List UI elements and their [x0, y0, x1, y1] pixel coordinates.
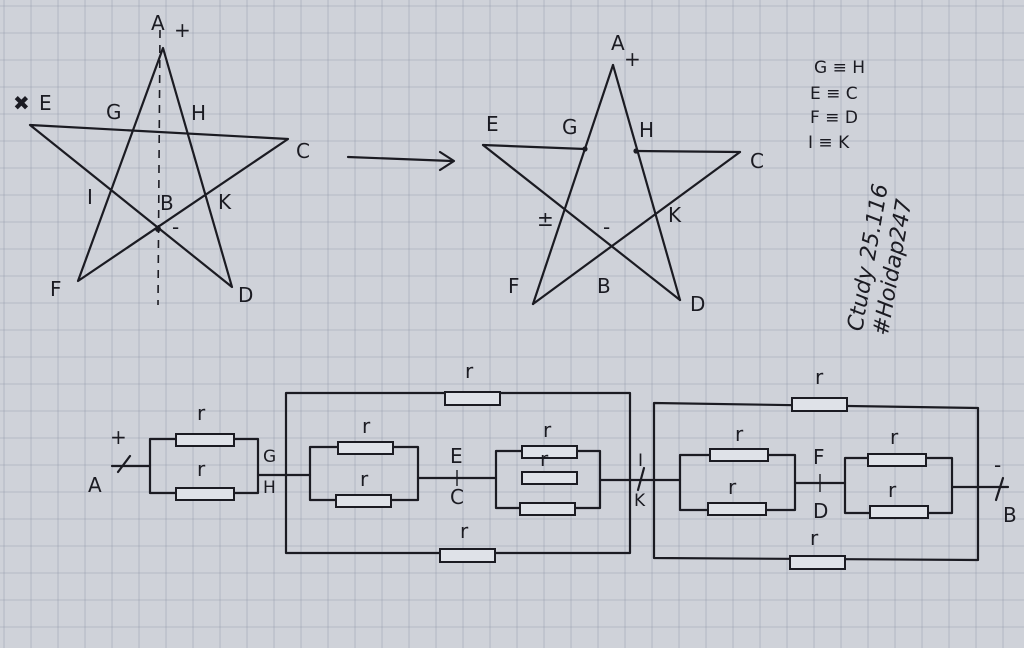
node-g-label: G [263, 447, 276, 467]
star-before-outline [28, 46, 290, 289]
resistor-kf-top-label: r [735, 422, 744, 446]
star-before-label-i: I [87, 185, 93, 209]
node-i-label: I [638, 451, 643, 471]
resistor-kb-bottom [789, 555, 846, 570]
node-equivalences: G ≡ H E ≡ C F ≡ D I ≡ K [808, 58, 865, 153]
resistor-kb-top-label: r [815, 365, 824, 389]
star-before-symmetry-axis [157, 29, 161, 306]
star-before-label-c: C [296, 139, 310, 163]
resistor-ge-bottom [335, 494, 392, 508]
star-before-label-a: A [151, 11, 165, 35]
star-after-label-k: K [668, 203, 682, 227]
resistor-db-bottom [869, 505, 929, 519]
star-after-label-f: F [508, 274, 520, 298]
resistor-db-bottom-label: r [888, 478, 897, 502]
equivalence-f-d: F ≡ D [810, 108, 858, 128]
star-after-minus: - [603, 215, 610, 239]
star-after-label-h: H [639, 118, 654, 142]
star-before-plus: + [174, 18, 191, 42]
star-before: A + ✖ E G H C I B K - F D [13, 11, 310, 307]
resistor-ci-top-label: r [543, 418, 552, 442]
node-f-label: F [813, 445, 825, 469]
resistor-ci-top [521, 445, 578, 459]
star-after-plus: + [624, 47, 641, 71]
equivalence-g-h: G ≡ H [814, 58, 865, 78]
star-after-label-b: B [597, 274, 611, 298]
star-after-label-d: D [690, 292, 705, 316]
resistor-ag-top-label: r [197, 401, 206, 425]
resistor-ge-bottom-label: r [360, 467, 369, 491]
node-h-label: H [263, 478, 276, 498]
resistor-ag-bottom [175, 487, 235, 501]
star-after-label-c: C [750, 149, 764, 173]
star-before-label-b: B [160, 191, 174, 215]
star-before-label-e: E [39, 91, 52, 115]
star-after-plus-left: ± [537, 207, 554, 231]
resistor-ag-top [175, 433, 235, 447]
star-before-label-k: K [218, 190, 232, 214]
node-e-label: E [450, 444, 463, 468]
star-before-center-node [155, 226, 161, 232]
star-after-label-g: G [562, 115, 578, 139]
star-before-minus: - [172, 215, 179, 239]
resistor-db-top [867, 453, 927, 467]
resistor-gi-bottom [439, 548, 496, 563]
resistor-kf-bottom-label: r [728, 475, 737, 499]
star-before-cross-mark: ✖ [13, 91, 30, 115]
terminal-a-label: A [88, 473, 102, 497]
resistor-kf-bottom [707, 502, 767, 516]
node-c-label: C [450, 485, 464, 509]
star-before-label-f: F [50, 277, 62, 301]
terminal-a-plus: + [110, 425, 127, 449]
equivalent-circuit: + A r r G H r r r r E C r r [88, 359, 1017, 570]
resistor-gi-top [444, 391, 501, 406]
resistor-ci-middle [521, 471, 578, 485]
terminal-b-minus: - [994, 453, 1001, 477]
resistor-ge-top-label: r [362, 414, 371, 438]
star-after: A + E G H C ± - K F B D [481, 31, 764, 316]
star-after-label-e: E [486, 112, 499, 136]
star-before-label-d: D [238, 283, 253, 307]
resistor-gi-top-label: r [465, 359, 474, 383]
node-d-label: D [813, 499, 828, 523]
resistor-db-top-label: r [890, 425, 899, 449]
resistor-ag-bottom-label: r [197, 457, 206, 481]
star-before-label-h: H [191, 101, 206, 125]
star-after-label-a: A [611, 31, 625, 55]
resistor-ci-middle-label: r [540, 447, 549, 471]
resistor-gi-bottom-label: r [460, 519, 469, 543]
resistor-ci-bottom [519, 502, 576, 516]
equivalence-e-c: E ≡ C [810, 84, 858, 104]
equivalence-i-k: I ≡ K [808, 133, 850, 153]
terminal-b-label: B [1003, 503, 1017, 527]
star-before-label-g: G [106, 100, 122, 124]
node-k-label: K [634, 491, 646, 511]
resistor-kf-top [709, 448, 769, 462]
resistor-ge-top [337, 441, 394, 455]
resistor-kb-top [791, 397, 848, 412]
resistor-kb-bottom-label: r [810, 526, 819, 550]
transform-arrow [346, 150, 456, 172]
